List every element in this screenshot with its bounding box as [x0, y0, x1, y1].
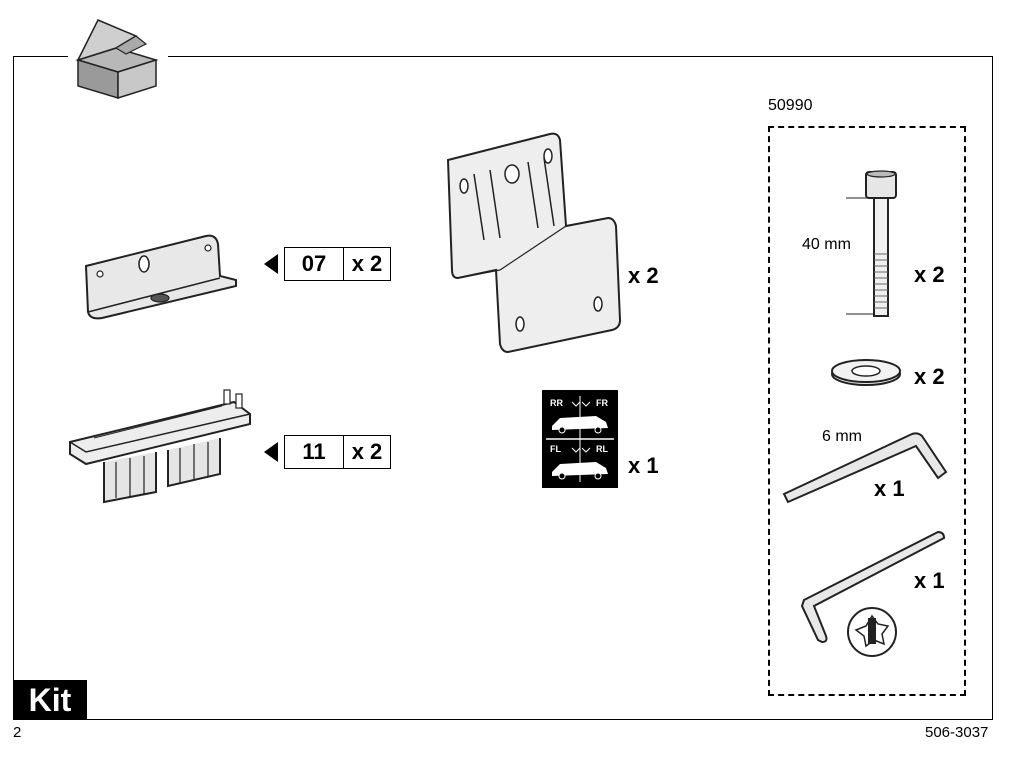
document-number: 506-3037: [925, 724, 989, 741]
hex-key-quantity: x 1: [874, 476, 905, 501]
bolt-length: 40 mm: [802, 236, 851, 253]
page-number: 2: [13, 724, 22, 741]
washer-icon: [831, 359, 901, 386]
kit-50990-box: [768, 126, 966, 696]
bolt-quantity: x 2: [914, 262, 945, 287]
torx-key-icon: [800, 530, 946, 657]
sticker-label-fl: FL: [550, 444, 561, 454]
part-quantity: x 2: [351, 251, 383, 276]
part-tag-07: 07 x 2: [284, 247, 391, 281]
sticker-label-rl: RL: [596, 444, 608, 454]
foot-11-illustration: [69, 389, 251, 504]
page-frame: [13, 56, 993, 720]
sticker-quantity: x 1: [628, 453, 659, 478]
washer-quantity: x 2: [914, 364, 945, 389]
hex-key-size: 6 mm: [822, 428, 862, 445]
pointer-arrow-icon: [264, 254, 278, 274]
open-box-icon: [68, 19, 168, 100]
plate-quantity: x 2: [628, 263, 659, 288]
torx-key-quantity: x 1: [914, 568, 945, 593]
mounting-plate-illustration: [446, 132, 622, 354]
position-sticker: RR FR FL RL: [542, 390, 618, 488]
part-code: 11: [285, 436, 344, 468]
kit-code: 50990: [768, 97, 813, 114]
pointer-arrow-icon: [264, 442, 278, 462]
bolt-icon: [846, 170, 897, 317]
part-quantity: x 2: [351, 439, 383, 464]
bracket-07-illustration: [84, 234, 237, 320]
sticker-label-rr: RR: [550, 398, 563, 408]
sticker-label-fr: FR: [596, 398, 608, 408]
car-position-icon: [546, 396, 614, 482]
page-title: Kit: [13, 680, 87, 720]
part-tag-11: 11 x 2: [284, 435, 391, 469]
hex-key-icon: [782, 432, 948, 504]
part-code: 07: [285, 248, 344, 280]
